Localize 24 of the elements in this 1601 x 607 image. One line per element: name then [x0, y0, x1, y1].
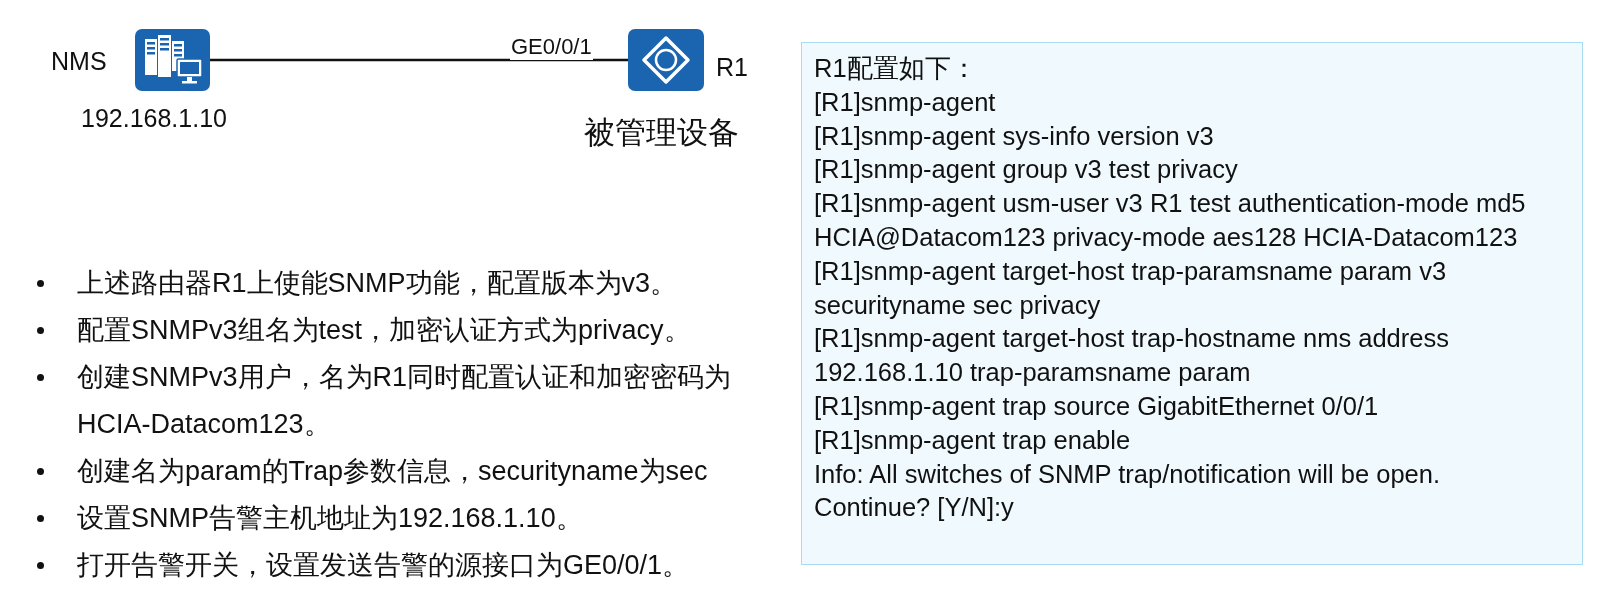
bullet-text: 创建名为param的Trap参数信息，securityname为sec — [77, 455, 709, 488]
connection-line — [210, 58, 628, 62]
device-name: NMS — [51, 46, 107, 76]
bullet-text: 设置SNMP告警主机地址为192.168.1.10。 — [77, 502, 584, 535]
bullet-text: 配置SNMPv3组名为test，加密认证方式为privacy。 — [77, 314, 692, 347]
command-line: [R1]snmp-agent usm-user v3 R1 test authentication-mode md5 HCIA@Datacom123 privacy-mode aes128 HCIA-Datacom123 — [814, 188, 1527, 253]
command-line: [R1]snmp-agent sys-info version v3 — [814, 120, 1214, 152]
config-panel — [801, 42, 1583, 565]
router-icon — [628, 29, 704, 91]
command-line: [R1]snmp-agent target-host trap-hostname nms address 192.168.1.10 trap-paramsname param — [814, 323, 1450, 389]
command-line: Info: All switches of SNMP trap/notification will be open. Continue? [Y/N]:y — [814, 458, 1441, 524]
bullet-text: 创建SNMPv3用户，名为R1同时配置认证和加密密码为HCIA-Datacom123。 — [77, 361, 733, 441]
command-line: [R1]snmp-agent — [814, 86, 996, 118]
command-line: [R1]snmp-agent trap source GigabitEthernet 0/0/1 — [814, 390, 1379, 422]
device-caption: 被管理设备 — [584, 114, 739, 152]
command-line: [R1]snmp-agent trap enable — [814, 424, 1131, 456]
bullet-text: 打开告警开关，设置发送告警的源接口为GE0/0/1。 — [77, 549, 691, 582]
command-line: [R1]snmp-agent target-host trap-paramsname param v3 securityname sec privacy — [814, 255, 1448, 321]
command-line: [R1]snmp-agent group v3 test privacy — [814, 154, 1238, 186]
bullet-text: 上述路由器R1上使能SNMP功能，配置版本为v3。 — [77, 267, 679, 300]
device-name: R1 — [716, 52, 748, 82]
config-heading: R1配置如下： — [814, 53, 977, 84]
ip-address: 192.168.1.10 — [81, 103, 227, 133]
server-computer-icon — [135, 29, 210, 91]
